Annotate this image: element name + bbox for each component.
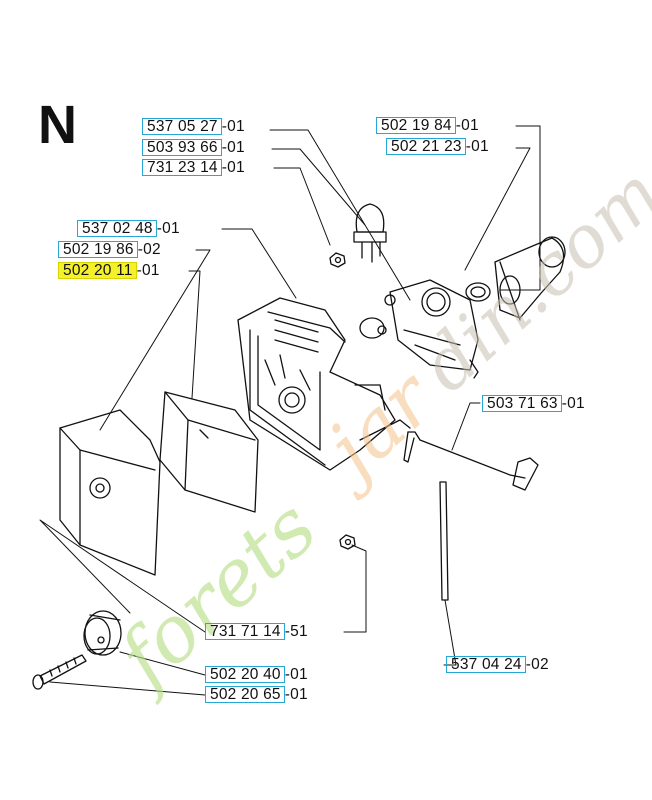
gasket-ring: [465, 282, 491, 302]
part-label[interactable]: 537 02 48-01: [77, 220, 180, 237]
part-label[interactable]: 503 71 63-01: [482, 395, 585, 412]
part-suffix: -01: [136, 262, 160, 279]
part-label[interactable]: 502 21 23-01: [386, 138, 489, 155]
nut-top: [329, 252, 346, 268]
filter-housing: [237, 297, 411, 471]
section-letter: N: [38, 95, 77, 155]
part-label[interactable]: 502 20 65-01: [205, 686, 308, 703]
part-number: 731 23 14: [142, 159, 222, 176]
intake-elbow: [494, 236, 566, 321]
carburetor: [377, 279, 479, 379]
nut-bottom: [339, 534, 356, 550]
part-suffix: -01: [455, 117, 479, 134]
part-number: 537 05 27: [142, 118, 222, 135]
part-number: 537 02 48: [77, 220, 157, 237]
part-label[interactable]: 731 23 14-01: [142, 159, 245, 176]
part-label[interactable]: 502 19 84-01: [376, 117, 479, 134]
part-label[interactable]: 503 93 66-01: [142, 139, 245, 156]
part-suffix: -01: [284, 686, 308, 703]
part-suffix: -01: [465, 138, 489, 155]
leader-lines: [39, 125, 541, 696]
part-suffix: -02: [525, 656, 549, 673]
filter-insert: [159, 391, 259, 513]
part-number: 502 20 11: [58, 262, 137, 279]
fuel-hose: [439, 481, 449, 601]
part-suffix: -01: [221, 159, 245, 176]
part-number: 502 19 86: [58, 241, 138, 258]
part-suffix: -01: [561, 395, 585, 412]
part-number: 731 71 14: [205, 623, 285, 640]
part-label[interactable]: 502 20 40-01: [205, 666, 308, 683]
primer-bulb: [353, 203, 387, 263]
part-number: 502 21 23: [386, 138, 466, 155]
part-label[interactable]: 502 19 86-02: [58, 241, 161, 258]
part-suffix: -02: [137, 241, 161, 258]
part-number: 502 20 40: [205, 666, 285, 683]
part-label[interactable]: 537 04 24-02: [446, 656, 549, 673]
part-number: 537 04 24: [446, 656, 526, 673]
part-suffix: -01: [221, 118, 245, 135]
part-label-highlighted[interactable]: 502 20 11-01: [58, 262, 160, 279]
filter-cover: [59, 409, 161, 576]
part-suffix: -51: [284, 623, 308, 640]
throttle-rod: [403, 431, 539, 491]
part-label[interactable]: 537 05 27-01: [142, 118, 245, 135]
screw: [32, 654, 87, 690]
part-number: 502 19 84: [376, 117, 456, 134]
part-label[interactable]: 731 71 14-51: [205, 623, 308, 640]
knob: [83, 610, 122, 656]
part-number: 503 93 66: [142, 139, 222, 156]
part-number: 503 71 63: [482, 395, 562, 412]
part-suffix: -01: [284, 666, 308, 683]
part-suffix: -01: [221, 139, 245, 156]
svg-text:din.com: din.com: [405, 151, 652, 408]
part-number: 502 20 65: [205, 686, 285, 703]
part-suffix: -01: [156, 220, 180, 237]
